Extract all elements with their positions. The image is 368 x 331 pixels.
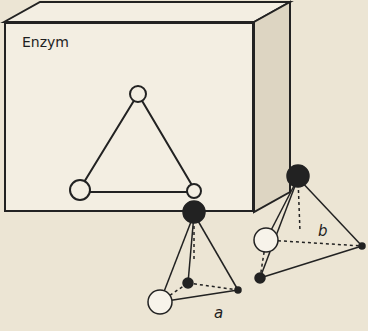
molecule-label: b xyxy=(318,222,328,240)
slab-side xyxy=(254,2,290,212)
molecule-a xyxy=(148,201,241,314)
binding-site xyxy=(70,86,201,200)
enzyme-label: Enzym xyxy=(22,34,236,50)
slab-top xyxy=(4,2,290,22)
molecule-b xyxy=(254,165,365,283)
enzyme-block: Enzym xyxy=(4,22,254,212)
molecule-label: a xyxy=(214,304,223,322)
slab-front xyxy=(4,22,254,212)
